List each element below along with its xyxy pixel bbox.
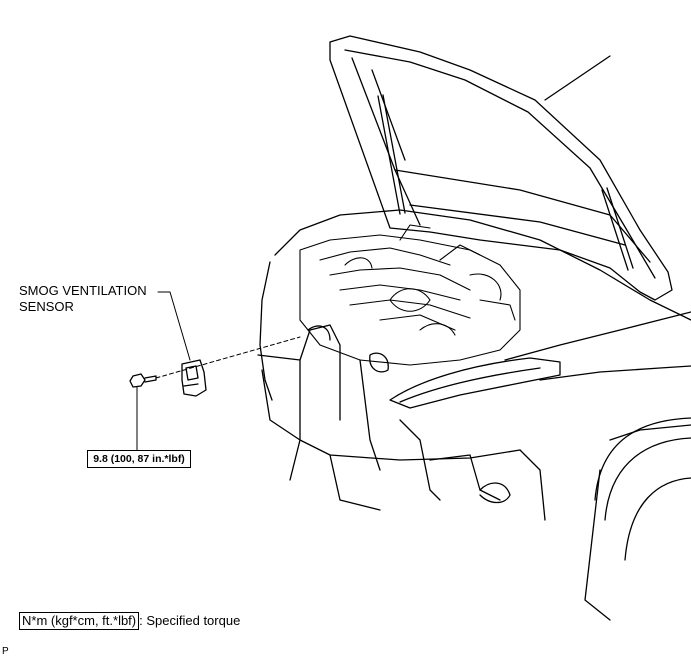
front-wheel [584,417,691,621]
torque-spec-box: 9.8 (100, 87 in.*lbf) [87,450,191,468]
hood-strut-left [377,94,406,215]
hood-strut-right [601,187,634,271]
headlamp [389,357,561,409]
sensor-label-line1: SMOG VENTILATION [19,283,147,298]
page-marker: P [2,646,9,657]
leader-lines [136,291,301,451]
sensor-label-line2: SENSOR [19,299,74,314]
legend-unit-box: N*m (kgf*cm, ft.*lbf) [19,612,140,630]
hood-panel [329,35,673,301]
torque-legend: N*m (kgf*cm, ft.*lbf): Specified torque [19,612,240,630]
engine-compartment [299,224,521,366]
vehicle-body [259,209,691,441]
legend-description: : Specified torque [139,613,241,628]
front-bumper [257,324,546,521]
sensor-callout-label: SMOG VENTILATION SENSOR [19,283,147,315]
smog-ventilation-sensor [181,359,207,397]
mounting-bolt [129,373,157,388]
